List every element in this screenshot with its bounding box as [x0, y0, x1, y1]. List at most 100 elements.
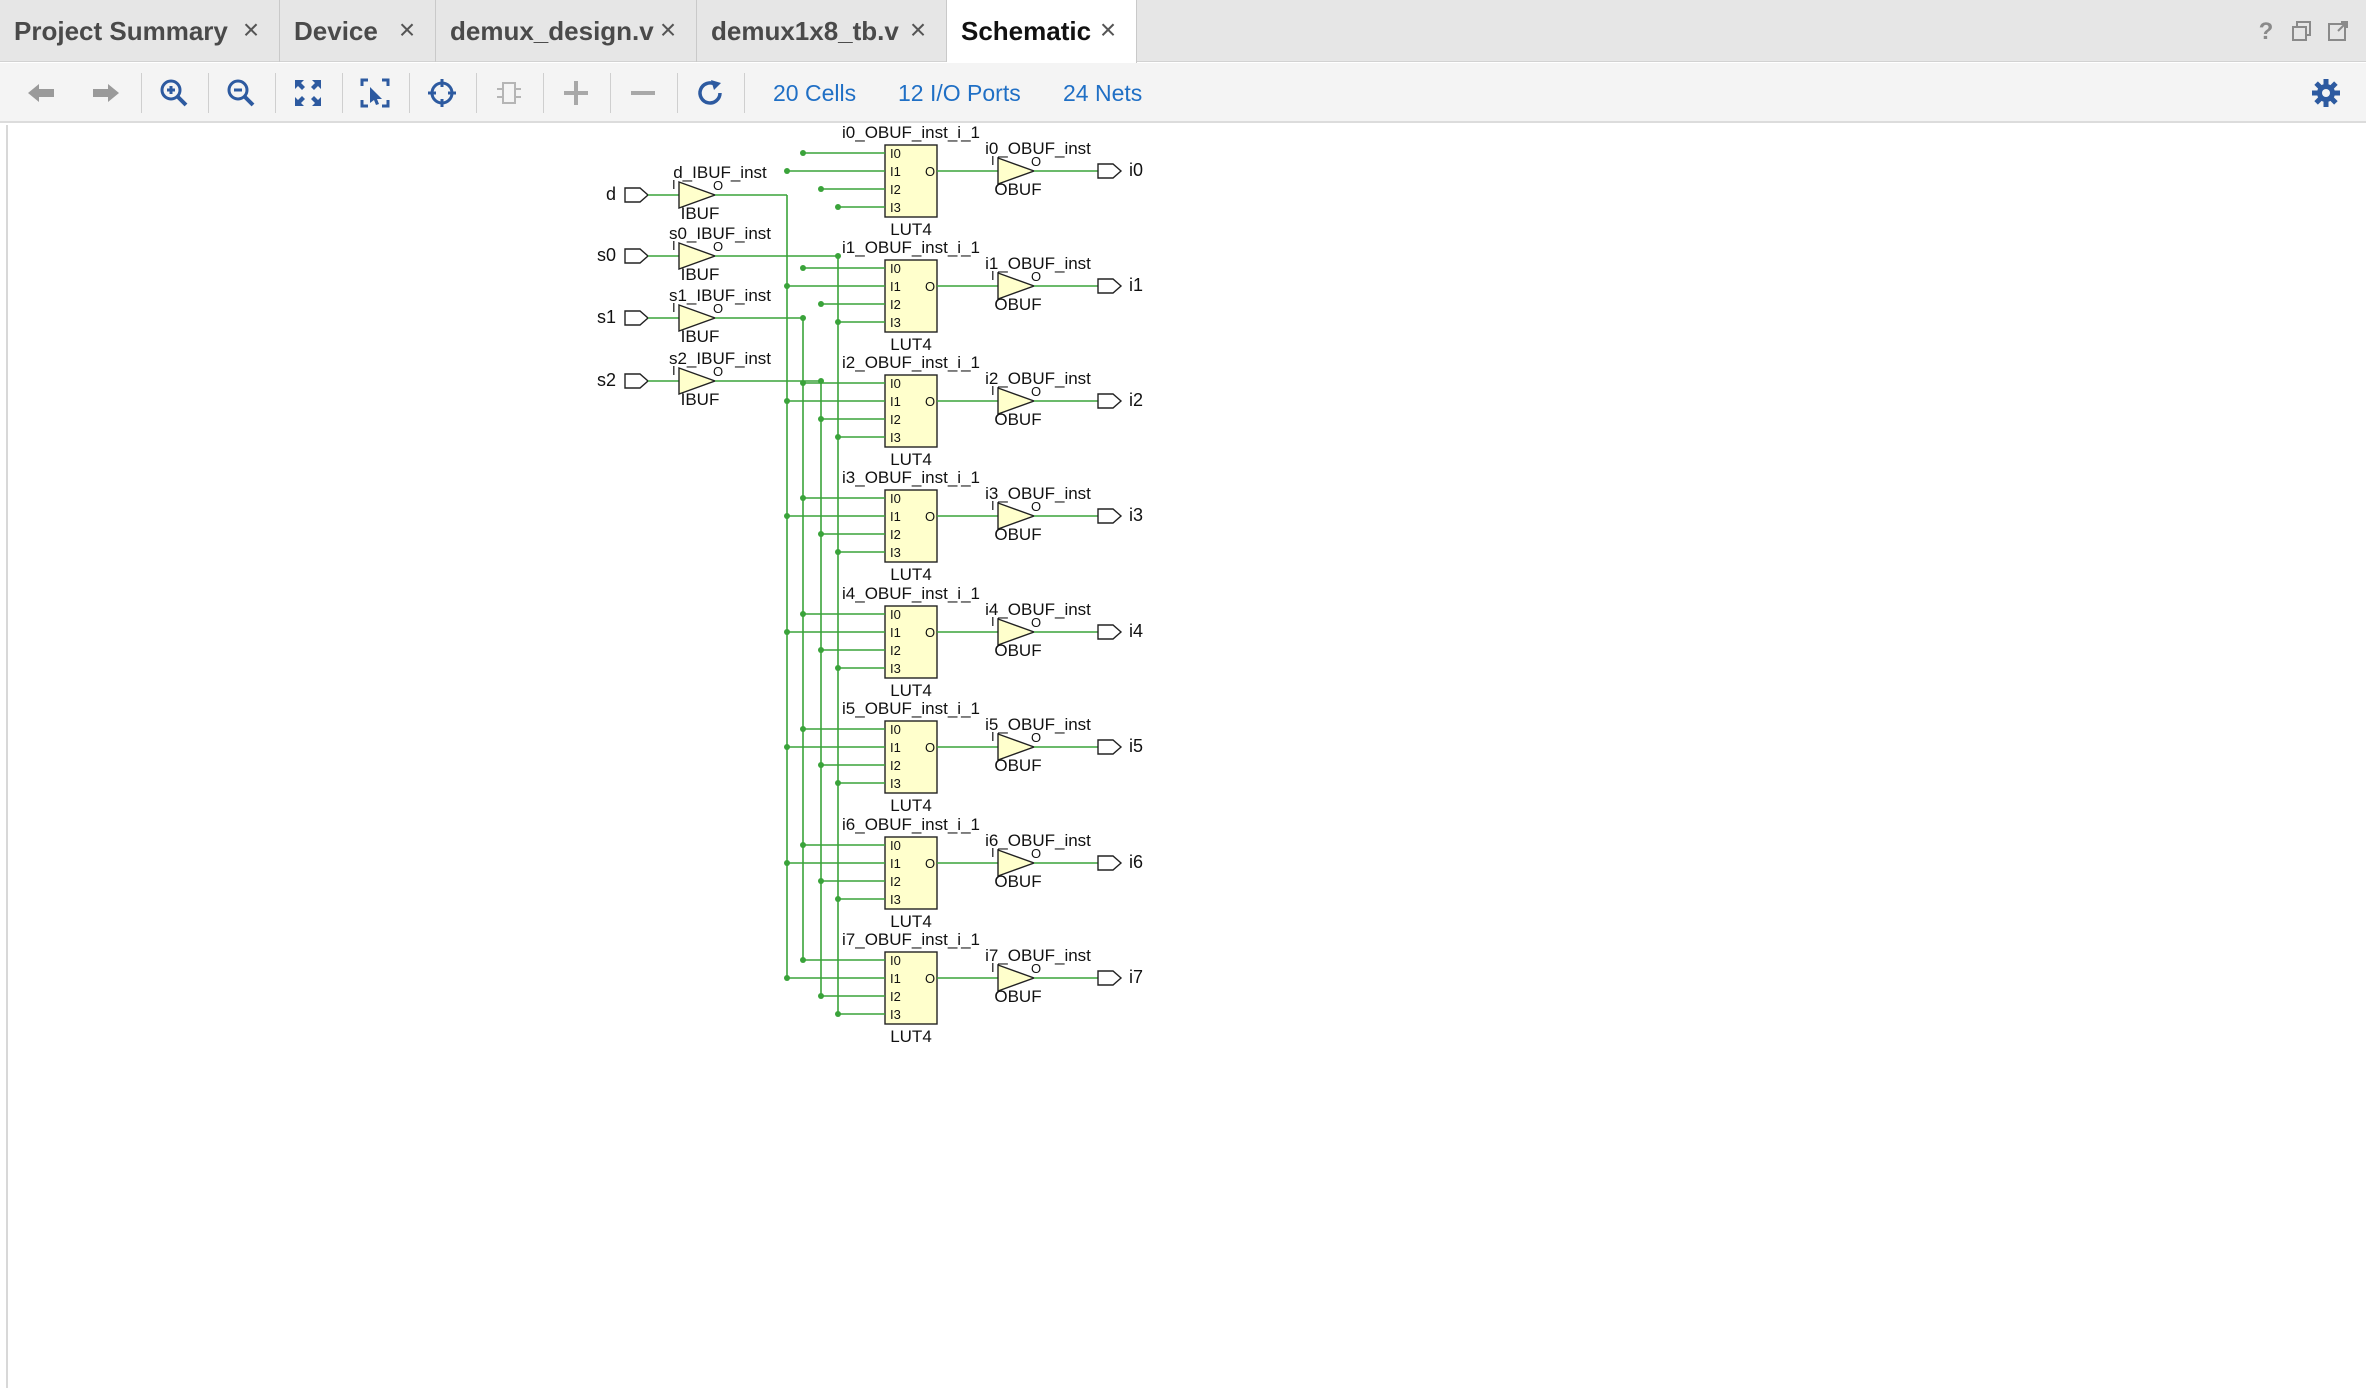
- zoom-fit-icon[interactable]: [286, 71, 330, 115]
- collapse-minus-icon[interactable]: [621, 71, 665, 115]
- lut-type-label: LUT4: [890, 1027, 932, 1046]
- input-port-label: s0: [597, 245, 616, 265]
- lut4-cell: [884, 144, 938, 218]
- net-junction: [800, 842, 806, 848]
- lut-type-label: LUT4: [890, 565, 932, 584]
- collapse-cell-icon[interactable]: [487, 71, 531, 115]
- pin-label: O: [1031, 730, 1041, 745]
- obuf-instance-label: i5_OBUF_inst: [985, 715, 1091, 734]
- tab-project-summary[interactable]: Project Summary ×: [0, 0, 280, 62]
- lut-pin-label: I3: [890, 661, 901, 676]
- obuf-instance-label: i3_OBUF_inst: [985, 484, 1091, 503]
- tab-demux-tb[interactable]: demux1x8_tb.v ×: [697, 0, 947, 62]
- input-port-shape: [624, 187, 650, 203]
- net-junction: [784, 513, 790, 519]
- ibuf-cell: [678, 367, 718, 395]
- output-port-shape: [1097, 739, 1123, 755]
- gear-icon[interactable]: [2304, 71, 2348, 115]
- close-icon[interactable]: ×: [242, 14, 260, 45]
- lut-out-pin-label: O: [925, 164, 935, 179]
- restore-icon[interactable]: [2290, 20, 2314, 44]
- cells-link[interactable]: 20 Cells: [773, 80, 857, 106]
- zoom-in-icon[interactable]: [152, 71, 196, 115]
- lut-instance-label: i3_OBUF_inst_i_1: [842, 468, 980, 487]
- refresh-icon[interactable]: [688, 71, 732, 115]
- net-junction: [800, 611, 806, 617]
- lut-out-pin-label: O: [925, 394, 935, 409]
- ibuf-type-label: IBUF: [681, 327, 720, 346]
- close-icon[interactable]: ×: [1099, 14, 1117, 45]
- obuf-cell: [997, 387, 1037, 415]
- tab-device[interactable]: Device ×: [280, 0, 436, 62]
- zoom-out-icon[interactable]: [219, 71, 263, 115]
- schematic-toolbar: 20 Cells 12 I/O Ports 24 Nets: [0, 63, 2366, 123]
- pin-label: I: [991, 268, 995, 283]
- nets-link[interactable]: 24 Nets: [1063, 80, 1143, 106]
- net-junction: [818, 993, 824, 999]
- tab-schematic[interactable]: Schematic ×: [947, 0, 1137, 63]
- lut-type-label: LUT4: [890, 681, 932, 700]
- back-arrow-icon[interactable]: [19, 71, 63, 115]
- pin-label: O: [1031, 961, 1041, 976]
- close-icon[interactable]: ×: [659, 14, 677, 45]
- io-ports-link[interactable]: 12 I/O Ports: [898, 80, 1021, 106]
- net-junction: [784, 398, 790, 404]
- input-port-label: s2: [597, 370, 616, 390]
- pin-label: O: [713, 301, 723, 316]
- pin-label: I: [991, 153, 995, 168]
- obuf-type-label: OBUF: [994, 987, 1041, 1006]
- lut-out-pin-label: O: [925, 971, 935, 986]
- net-junction: [800, 380, 806, 386]
- obuf-type-label: OBUF: [994, 872, 1041, 891]
- obuf-type-label: OBUF: [994, 641, 1041, 660]
- ibuf-cell: [678, 242, 718, 270]
- help-icon[interactable]: ?: [2258, 18, 2274, 45]
- close-icon[interactable]: ×: [909, 14, 927, 45]
- pin-label: I: [672, 238, 676, 253]
- lut-pin-label: I2: [890, 874, 901, 889]
- lut4-cell: [884, 720, 938, 794]
- output-port-shape: [1097, 508, 1123, 524]
- lut-pin-label: I1: [890, 971, 901, 986]
- input-port-shape: [624, 248, 650, 264]
- net-junction: [818, 647, 824, 653]
- pin-label: I: [991, 729, 995, 744]
- lut-pin-label: I2: [890, 758, 901, 773]
- output-port-label: i7: [1129, 967, 1143, 987]
- pin-label: I: [991, 614, 995, 629]
- expand-plus-icon[interactable]: [554, 71, 598, 115]
- obuf-cell: [997, 272, 1037, 300]
- net-junction: [800, 265, 806, 271]
- net-junction: [800, 315, 806, 321]
- net-junction: [835, 780, 841, 786]
- tab-bar: Project Summary × Device × demux_design.…: [0, 0, 2366, 63]
- tab-label: demux_design.v: [450, 15, 654, 46]
- net-junction: [800, 726, 806, 732]
- obuf-instance-label: i1_OBUF_inst: [985, 254, 1091, 273]
- select-crosshair-icon[interactable]: [420, 71, 464, 115]
- tab-demux-design[interactable]: demux_design.v ×: [436, 0, 697, 62]
- maximize-icon[interactable]: [2326, 20, 2350, 44]
- obuf-cell: [997, 502, 1037, 530]
- net-junction: [835, 549, 841, 555]
- pin-label: O: [1031, 499, 1041, 514]
- output-port-label: i4: [1129, 621, 1143, 641]
- pin-label: I: [991, 845, 995, 860]
- output-port-label: i2: [1129, 390, 1143, 410]
- lut4-cell: [884, 259, 938, 333]
- close-icon[interactable]: ×: [398, 14, 416, 45]
- tab-label: Schematic: [961, 16, 1092, 46]
- net-junction: [835, 319, 841, 325]
- lut-pin-label: I2: [890, 412, 901, 427]
- lut-instance-label: i1_OBUF_inst_i_1: [842, 238, 980, 257]
- lut-pin-label: I0: [890, 607, 901, 622]
- zoom-area-icon[interactable]: [353, 71, 397, 115]
- output-port-shape: [1097, 970, 1123, 986]
- obuf-type-label: OBUF: [994, 180, 1041, 199]
- lut-pin-label: I3: [890, 892, 901, 907]
- forward-arrow-icon[interactable]: [84, 71, 128, 115]
- lut-pin-label: I3: [890, 315, 901, 330]
- tab-label: Device: [294, 15, 378, 46]
